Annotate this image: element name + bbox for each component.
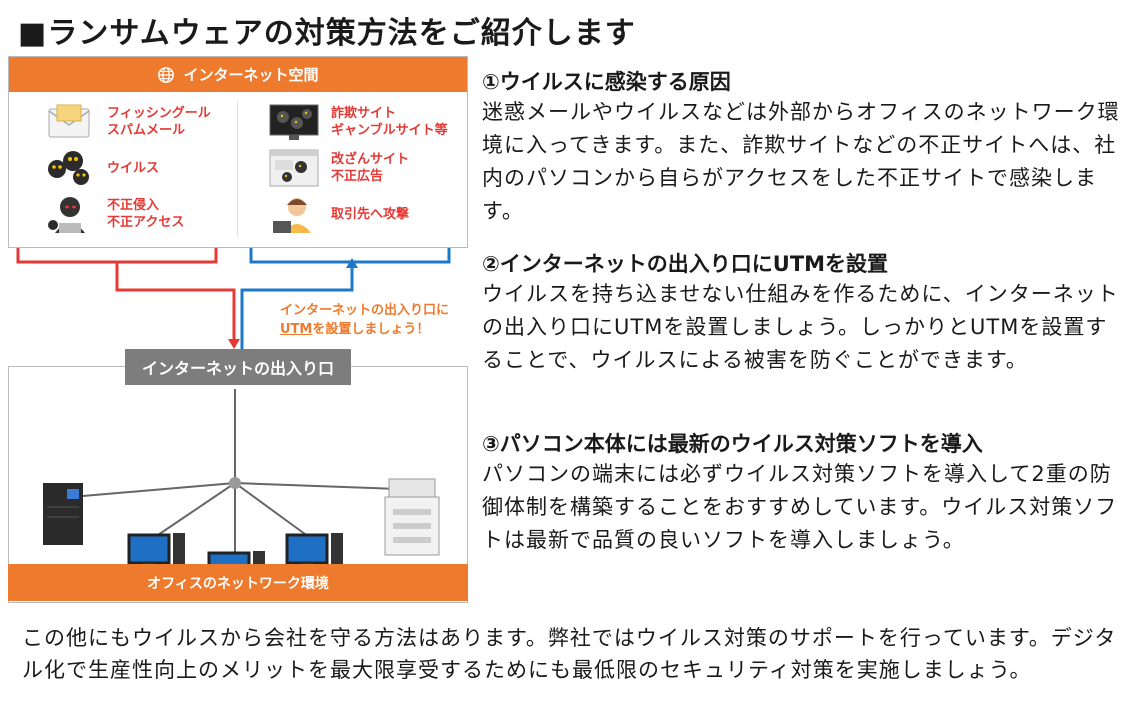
threat-fraud-site: 詐欺サイト ギャンブルサイト等: [267, 101, 448, 143]
section-body: 迷惑メールやウイルスなどは外部からオフィスのネットワーク環境に入ってきます。また…: [482, 100, 1120, 223]
security-diagram: インターネット空間 フィッシングール スパムメール ウイルス: [8, 56, 468, 603]
pc-icon: [285, 533, 343, 567]
envelope-icon: [48, 104, 90, 138]
server-icon: [43, 483, 83, 545]
utm-note-utm: UTM: [280, 322, 313, 337]
office-network-label: オフィスのネットワーク環境: [147, 575, 329, 592]
virus-icon: [48, 151, 89, 185]
threat-intrusion: 不正侵入 不正アクセス: [43, 193, 184, 235]
office-network-graphic: [43, 389, 440, 567]
threat-label: 取引先へ攻撃: [331, 206, 410, 222]
utm-note: インターネットの出入り口に UTMを設置しましょう！: [280, 301, 449, 339]
panel-divider: [237, 102, 238, 237]
hacker-icon: [48, 197, 85, 233]
section-heading: ②インターネットの出入り口にUTMを設置: [482, 252, 889, 276]
utm-note-line1: インターネットの出入り口に: [280, 303, 450, 318]
worried-person-icon: [273, 198, 311, 233]
section-infection-cause: ①ウイルスに感染する原因 迷惑メールやウイルスなどは外部からオフィスのネットワー…: [482, 68, 1127, 228]
threat-label: ウイルス: [107, 160, 160, 176]
threat-phishing: フィッシングール スパムメール: [43, 101, 211, 143]
pc-icon: [207, 551, 265, 567]
internet-space-header: インターネット空間: [9, 57, 467, 92]
section-heading: ①ウイルスに感染する原因: [482, 70, 731, 94]
pc-icon: [127, 533, 185, 567]
threat-partner-attack: 取引先へ攻撃: [267, 193, 409, 235]
internet-gateway-box: インターネットの出入り口: [125, 349, 351, 385]
network-links: [70, 389, 400, 557]
utm-note-line2: UTMを設置しましょう！: [280, 320, 449, 339]
threat-label: フィッシングール スパムメール: [107, 106, 211, 138]
section-antivirus: ③パソコン本体には最新のウイルス対策ソフトを導入 パソコンの端末には必ずウイルス…: [482, 430, 1127, 557]
section-heading: ③パソコン本体には最新のウイルス対策ソフトを導入: [482, 432, 983, 456]
network-hub-icon: [229, 477, 241, 489]
gateway-label: インターネットの出入り口: [141, 359, 334, 378]
webpage-virus-icon: [269, 149, 319, 187]
section-utm: ②インターネットの出入り口にUTMを設置 ウイルスを持ち込ませない仕組みを作るた…: [482, 250, 1127, 377]
threat-tampered-site: 改ざんサイト 不正広告: [267, 147, 409, 189]
closing-paragraph: この他にもウイルスから会社を守る方法はあります。弊社ではウイルス対策のサポートを…: [22, 626, 1117, 682]
threat-virus: ウイルス: [43, 147, 159, 189]
page-title: ■ランサムウェアの対策方法をご紹介します: [18, 16, 636, 51]
section-body: パソコンの端末には必ずウイルス対策ソフトを導入して2重の防御体制を構築することを…: [482, 462, 1118, 552]
section-body: ウイルスを持ち込ませない仕組みを作るために、インターネットの出入り口にUTMを設…: [482, 282, 1119, 372]
monitor-virus-icon: [269, 104, 319, 140]
internet-space-panel: インターネット空間 フィッシングール スパムメール ウイルス: [8, 56, 468, 248]
internet-space-label: インターネット空間: [183, 66, 319, 84]
printer-icon: [384, 478, 440, 556]
threat-label: 詐欺サイト ギャンブルサイト等: [331, 106, 448, 138]
office-network-footer: オフィスのネットワーク環境: [8, 564, 468, 601]
threat-label: 不正侵入 不正アクセス: [107, 198, 185, 230]
threat-label: 改ざんサイト 不正広告: [331, 152, 410, 184]
office-network-panel: [8, 366, 468, 603]
globe-icon: [158, 66, 175, 83]
utm-note-rest: を設置しましょう！: [312, 322, 430, 337]
